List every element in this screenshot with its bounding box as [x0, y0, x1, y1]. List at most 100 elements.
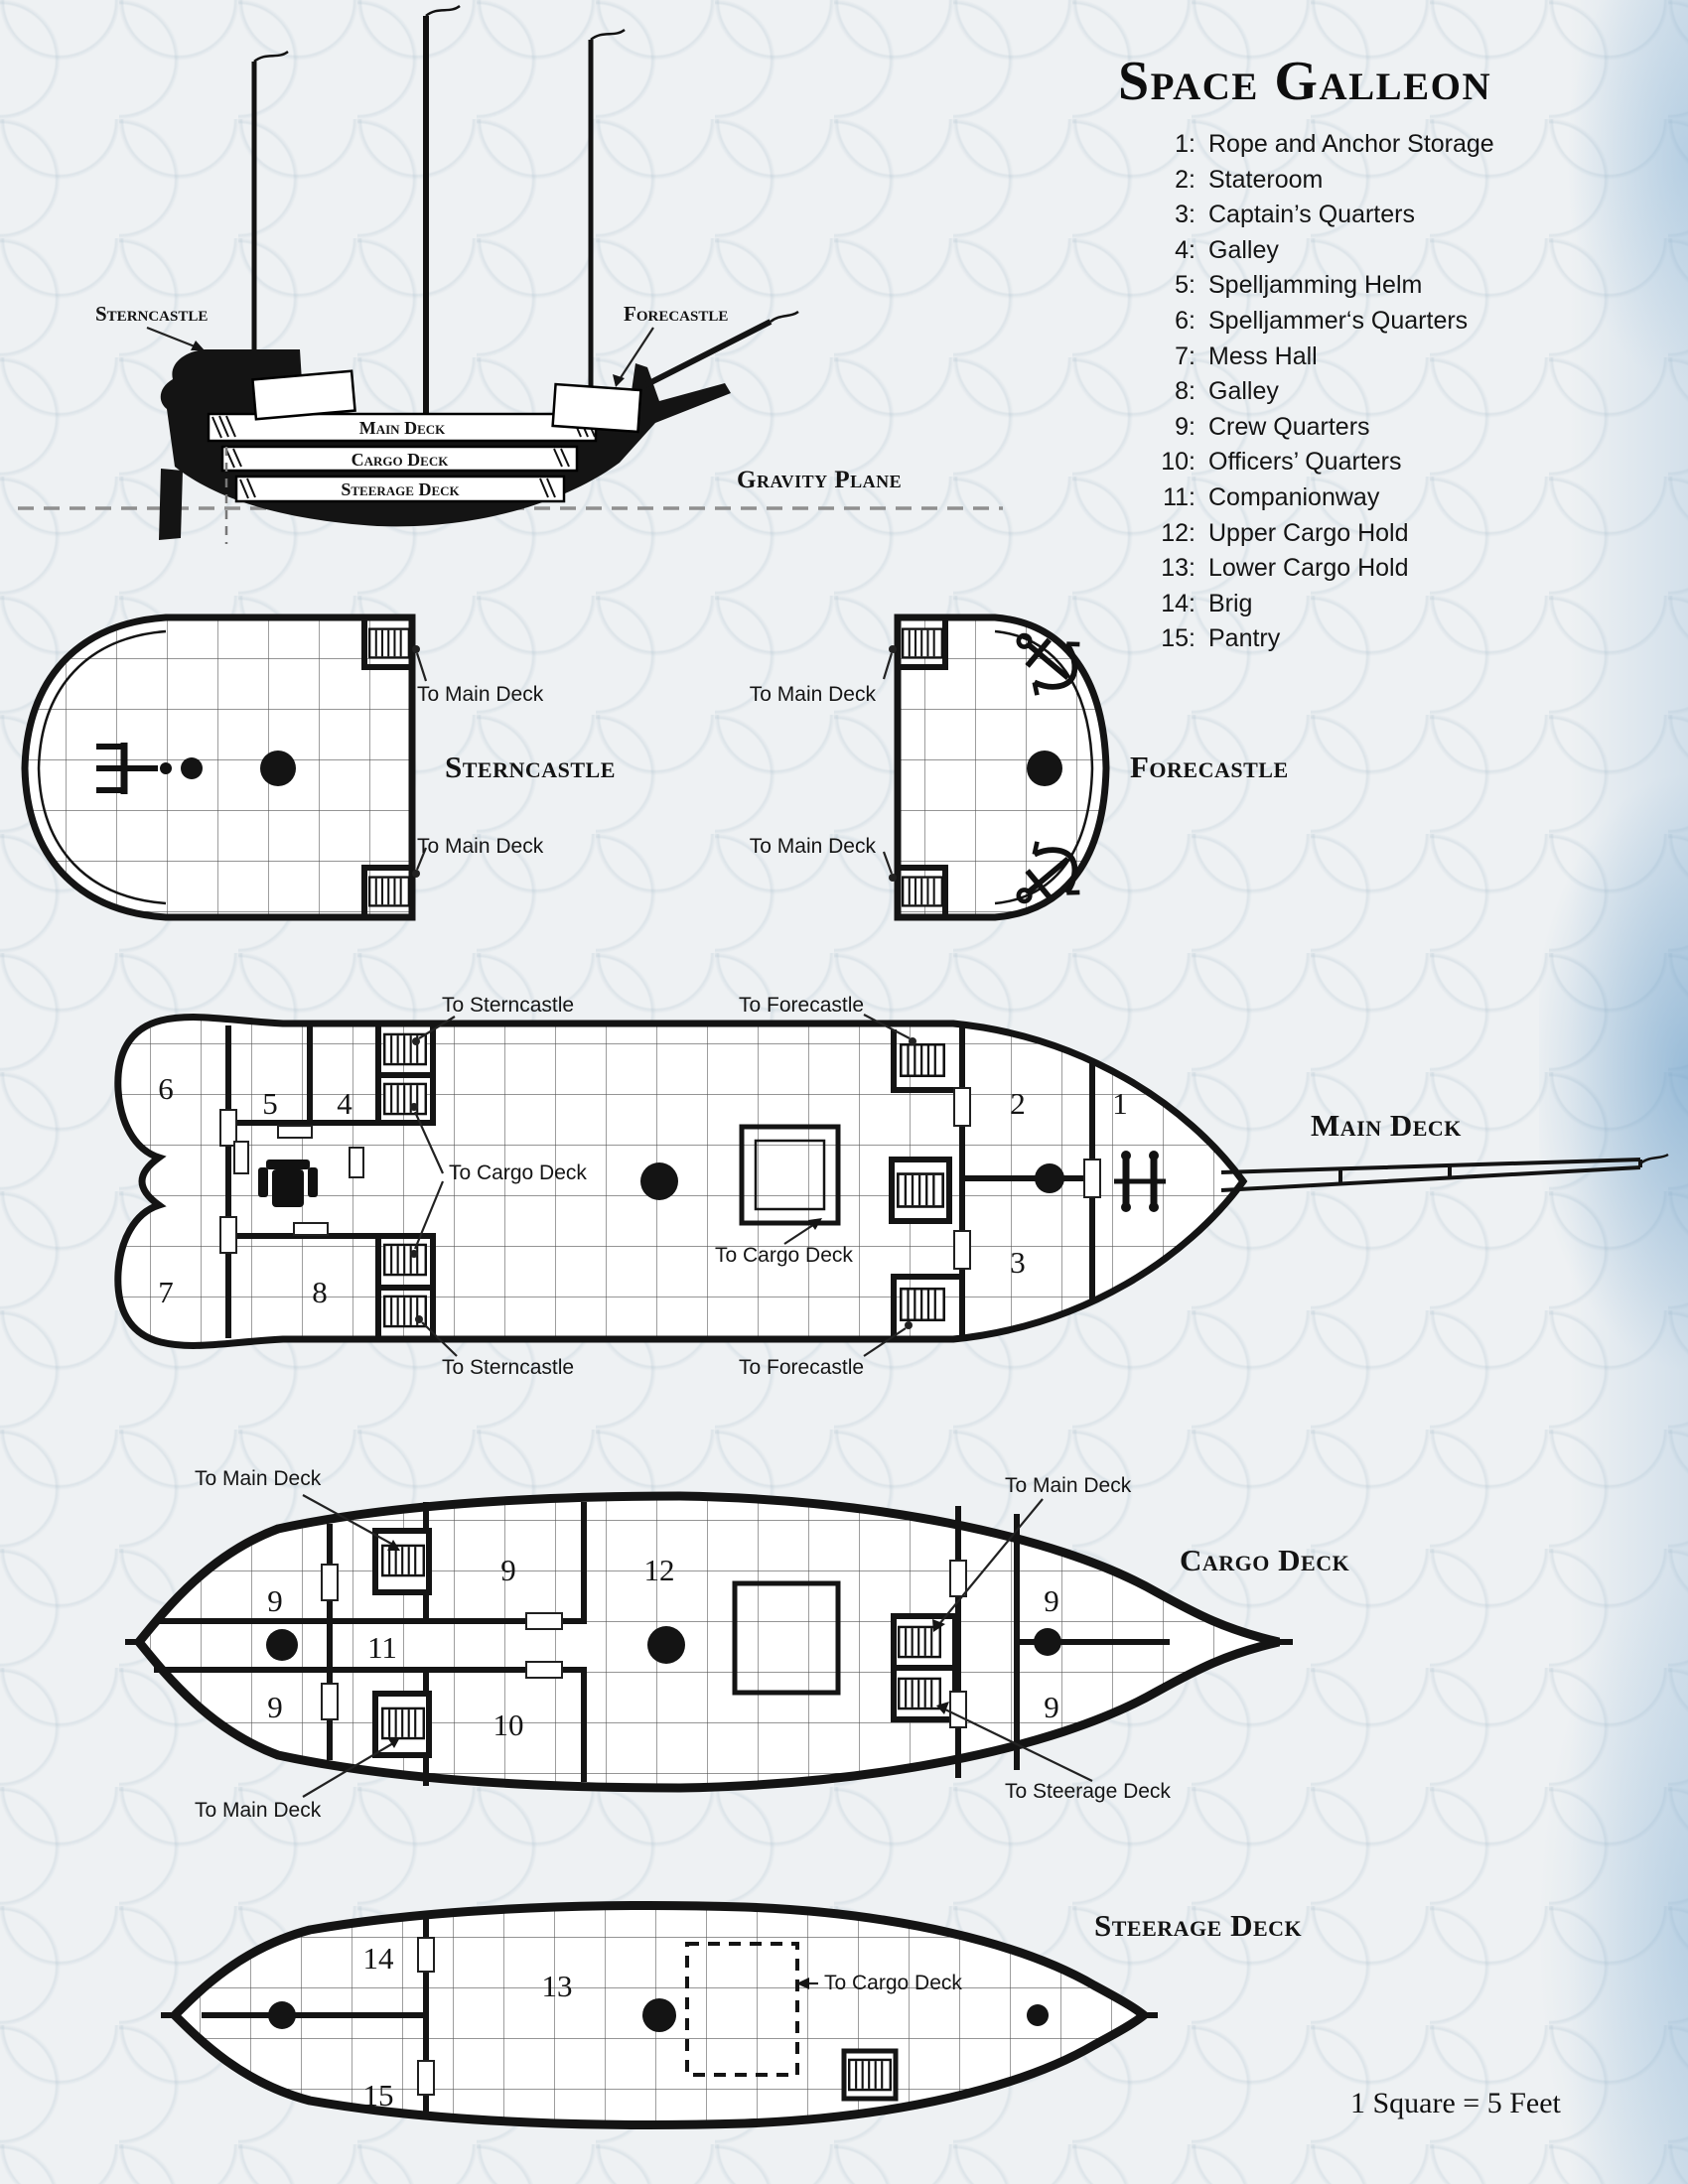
legend-item-label: Galley — [1208, 235, 1279, 264]
profile-steerage-deck-label: Steerage Deck — [341, 479, 460, 499]
room-numbers: 6 5 4 7 8 2 1 3 — [158, 1071, 1128, 1309]
mast-icon — [1027, 2004, 1049, 2026]
forecastle-to-main-deck-top: To Main Deck — [749, 683, 876, 706]
legend-item-number: 4: — [1175, 235, 1196, 264]
md-to-sterncastle-top: To Sterncastle — [442, 994, 575, 1017]
legend-item-number: 9: — [1175, 412, 1196, 441]
cd-to-main-deck-top-right: To Main Deck — [1005, 1474, 1132, 1497]
cd-to-main-deck-top-left: To Main Deck — [195, 1467, 322, 1490]
legend-item-number: 8: — [1175, 377, 1196, 406]
mast-icon — [181, 757, 203, 779]
room-number: 9 — [500, 1553, 516, 1587]
forecastle-plan — [882, 608, 1110, 935]
page-title: Space Galleon — [1118, 51, 1492, 112]
legend-item-number: 14: — [1161, 589, 1196, 617]
stairs-icon — [381, 1706, 425, 1740]
gravity-plane-label: Gravity Plane — [737, 467, 903, 493]
room-number: 11 — [367, 1630, 397, 1665]
room-number: 9 — [267, 1690, 283, 1724]
leader-lines — [412, 645, 428, 878]
room-numbers: 14 15 13 — [363, 1941, 573, 2113]
legend-item: 2:Stateroom — [1144, 163, 1494, 199]
legend-item-label: Brig — [1208, 589, 1253, 617]
cd-to-main-deck-bottom-left: To Main Deck — [195, 1799, 322, 1822]
pennant-icon — [770, 310, 799, 324]
cargo-deck-title: Cargo Deck — [1180, 1543, 1350, 1577]
mast-icon — [260, 751, 296, 786]
pennant-icon — [253, 4, 626, 64]
profile-cargo-deck-label: Cargo Deck — [351, 450, 449, 470]
mast-icon — [1034, 1628, 1061, 1656]
sd-to-cargo-deck: To Cargo Deck — [824, 1972, 962, 1994]
md-to-sterncastle-bottom: To Sterncastle — [442, 1356, 575, 1379]
room-number: 8 — [312, 1275, 328, 1309]
forecastle-title: Forecastle — [1130, 750, 1289, 784]
legend-item-number: 15: — [1161, 624, 1196, 653]
md-to-forecastle-top: To Forecastle — [739, 994, 865, 1017]
legend-item-number: 5: — [1175, 271, 1196, 300]
mast-icon — [640, 1162, 678, 1200]
legend-item-label: Lower Cargo Hold — [1208, 554, 1409, 583]
legend-item-number: 10: — [1161, 448, 1196, 477]
forecastle-to-main-deck-bottom: To Main Deck — [749, 835, 876, 858]
cargo-hatch — [739, 1124, 841, 1226]
ballista-icon — [96, 743, 172, 794]
legend-item-label: Upper Cargo Hold — [1208, 518, 1409, 547]
hull-outline — [894, 614, 1110, 921]
planking-line — [37, 629, 167, 905]
stairs-icon — [368, 876, 410, 907]
legend-item-number: 6: — [1175, 306, 1196, 335]
mast-icon — [1027, 751, 1062, 786]
mast-icon — [266, 1629, 298, 1661]
legend-item: 15: Pantry — [1144, 621, 1494, 657]
stairs-icon — [383, 1243, 427, 1277]
legend-item: 1:Rope and Anchor Storage — [1144, 127, 1494, 163]
rudder — [159, 469, 183, 540]
room-number: 4 — [337, 1086, 352, 1121]
legend-item-number: 13: — [1161, 554, 1196, 583]
doors — [321, 1560, 967, 1728]
legend-item-label: Mess Hall — [1208, 341, 1318, 370]
hull-outline — [21, 614, 416, 921]
legend-item-label: Spelljammer‘s Quarters — [1208, 306, 1469, 335]
pennant-icon — [1639, 1153, 1669, 1165]
steerage-deck-title: Steerage Deck — [1094, 1908, 1303, 1943]
legend-item: 3:Captain’s Quarters — [1144, 198, 1494, 233]
legend-item: 11:Companionway — [1144, 480, 1494, 516]
scale-note: 1 Square = 5 Feet — [1350, 2087, 1561, 2119]
legend: 1:Rope and Anchor Storage 2:Stateroom 3:… — [1144, 127, 1494, 657]
mast-icon — [642, 1998, 676, 2032]
ship-side-profile — [18, 4, 1003, 544]
stairs-icon — [897, 1171, 944, 1209]
windlass-icon — [1114, 1151, 1166, 1212]
legend-item: 4: Galley — [1144, 233, 1494, 269]
sterncastle-to-main-deck-top: To Main Deck — [417, 683, 544, 706]
sterncastle-plan — [21, 614, 428, 921]
legend-item-label: Rope and Anchor Storage — [1208, 130, 1494, 158]
legend-item-label: Companionway — [1208, 482, 1380, 511]
main-deck-plan: 6 5 4 7 8 2 1 3 — [114, 1014, 1669, 1357]
room-number: 3 — [1010, 1245, 1026, 1280]
md-to-forecastle-bottom: To Forecastle — [739, 1356, 865, 1379]
legend-item-label: Pantry — [1208, 624, 1281, 653]
legend-item: 7:Mess Hall — [1144, 340, 1494, 375]
room-number: 9 — [1044, 1690, 1059, 1724]
doors — [417, 1937, 435, 2096]
sterncastle-side-box — [251, 369, 356, 421]
stairs-icon — [898, 1677, 941, 1710]
legend-item: 10:Officers’ Quarters — [1144, 445, 1494, 480]
legend-item-label: Spelljamming Helm — [1208, 271, 1423, 300]
stairs-icon — [383, 1082, 427, 1116]
legend-item: 6: Spelljammer‘s Quarters — [1144, 304, 1494, 340]
md-to-cargo-deck-left: To Cargo Deck — [449, 1161, 587, 1184]
mast-icon — [647, 1626, 685, 1664]
steerage-deck-plan: 14 15 13 — [161, 1901, 1158, 2129]
room-numbers: 9 9 11 9 10 12 9 9 — [267, 1553, 1059, 1742]
leader-lines — [410, 1014, 916, 1357]
legend-item-number: 2: — [1175, 165, 1196, 194]
spelljamming-helm-icon — [258, 1160, 318, 1207]
legend-item-number: 3: — [1175, 201, 1196, 229]
legend-item: 8:Galley — [1144, 374, 1494, 410]
room-number: 9 — [267, 1583, 283, 1618]
